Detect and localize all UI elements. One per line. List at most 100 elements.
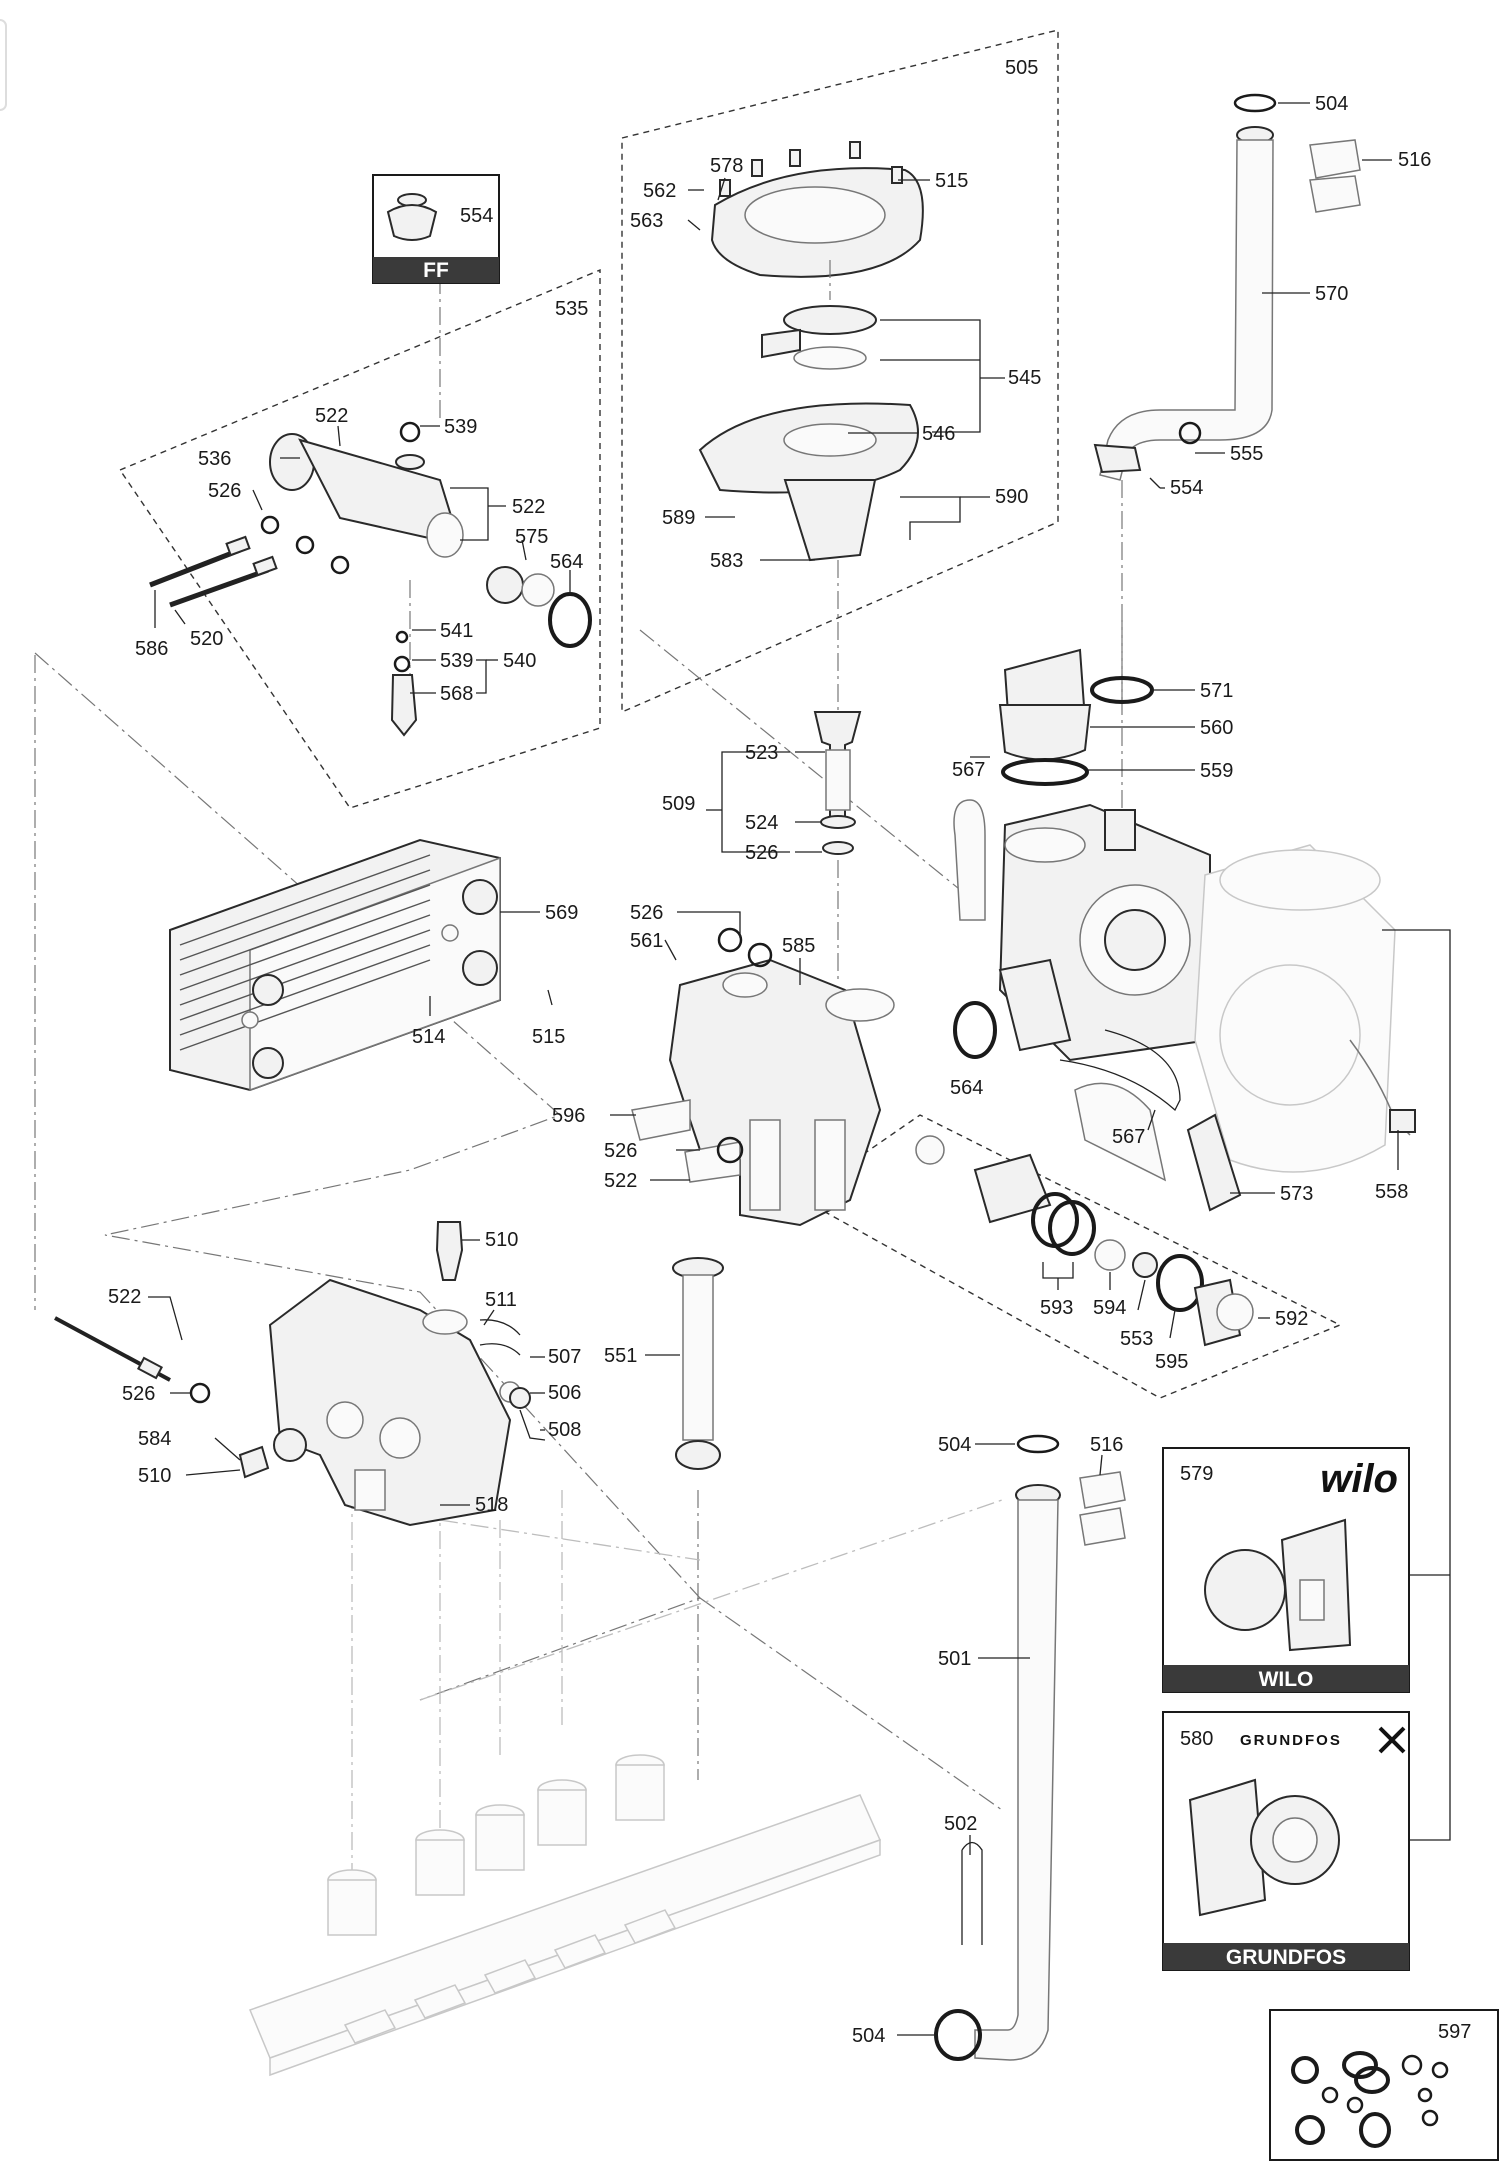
callout-labels: 5045165705555545785625635155455465895905…: [108, 57, 1431, 2047]
callout-510-a: 510: [485, 1229, 518, 1251]
kit-box-seals: 597: [1269, 2009, 1499, 2161]
callout-546: 546: [922, 423, 955, 445]
callout-506: 506: [548, 1382, 581, 1404]
pipe-501: [934, 1434, 1061, 2061]
group-outline-manifold-right: [699, 1597, 1003, 1811]
callout-589: 589: [662, 507, 695, 529]
callout-515-mid: 515: [532, 1026, 565, 1048]
callout-555: 555: [1230, 443, 1263, 465]
callout-590: 590: [995, 486, 1028, 508]
callout-592: 592: [1275, 1308, 1308, 1330]
group-label-fill-valve: 540: [503, 650, 536, 672]
callout-586: 586: [135, 638, 168, 660]
capillary-pipe-573: [1186, 1113, 1242, 1212]
callout-504-mid: 504: [938, 1434, 971, 1456]
callout-584: 584: [138, 1428, 171, 1450]
callout-559: 559: [1200, 760, 1233, 782]
kit-wilo-number: 579: [1180, 1463, 1213, 1485]
hydro-block-561: [631, 927, 895, 1227]
callout-526-a: 526: [208, 480, 241, 502]
kit-wilo-banner: WILO: [1259, 1668, 1314, 1691]
sensor-rod-522-left: [54, 1316, 171, 1382]
air-vent-560: [998, 648, 1154, 786]
callout-526-e: 526: [122, 1383, 155, 1405]
axis-bottom-5: [439, 1519, 701, 1561]
callout-583: 583: [710, 550, 743, 572]
callout-545: 545: [1008, 367, 1041, 389]
pump-motor-ghost: [1194, 844, 1416, 1173]
callout-504-top: 504: [1315, 93, 1348, 115]
kit-grundfos-banner: GRUNDFOS: [1226, 1946, 1346, 1969]
callout-575: 575: [515, 526, 548, 548]
callout-523: 523: [745, 742, 778, 764]
callout-524: 524: [745, 812, 778, 834]
screw-group: [719, 141, 903, 197]
callout-562: 562: [643, 180, 676, 202]
callout-501: 501: [938, 1648, 971, 1670]
kit-box-ff: FF 554: [372, 174, 500, 284]
callout-502: 502: [944, 1813, 977, 1835]
callout-510-b: 510: [138, 1465, 171, 1487]
kit-box-grundfos: 580 GRUNDFOS GRUNDFOS: [1162, 1711, 1410, 1971]
mounting-rail-ghost: [249, 1754, 882, 2077]
callout-516-top: 516: [1398, 149, 1431, 171]
callout-507: 507: [548, 1346, 581, 1368]
callout-596: 596: [552, 1105, 585, 1127]
group-outline-535: [118, 268, 601, 809]
callout-508: 508: [548, 1419, 581, 1441]
callout-511: 511: [485, 1289, 517, 1311]
manifold-518: [189, 1221, 546, 1527]
kit-grundfos-number: 580: [1180, 1728, 1213, 1750]
kit-ff-number: 554: [460, 205, 493, 227]
clip-511: [479, 1319, 521, 1356]
pipe-570: [1093, 93, 1277, 481]
group-label-three-way-valve: 509: [662, 793, 695, 815]
group-label-safety-valve-group: 535: [555, 298, 588, 320]
callout-578: 578: [710, 155, 743, 177]
callout-526-d: 526: [604, 1140, 637, 1162]
callout-514: 514: [412, 1026, 445, 1048]
callout-593: 593: [1040, 1297, 1073, 1319]
callout-567-b: 567: [1112, 1126, 1145, 1148]
grundfos-logo: GRUNDFOS: [1240, 1732, 1342, 1749]
group-outline-505: [621, 29, 1059, 714]
callout-522-c: 522: [604, 1170, 637, 1192]
three-way-cartridge: [813, 711, 862, 855]
grundfos-x-icon: [1378, 1726, 1406, 1754]
callout-560: 560: [1200, 717, 1233, 739]
check-valve-subgroup: [915, 1135, 1254, 1347]
leader-lines: [148, 102, 1451, 2036]
callout-554-right: 554: [1170, 477, 1203, 499]
callout-516-mid: 516: [1090, 1434, 1123, 1456]
callout-567-a: 567: [952, 759, 985, 781]
callout-522-a: 522: [315, 405, 348, 427]
callout-551: 551: [604, 1345, 637, 1367]
kit-box-wilo: 579 wilo WILO: [1162, 1447, 1410, 1693]
axis-bottom-6: [419, 1499, 1003, 1701]
callout-564-b: 564: [950, 1077, 983, 1099]
callout-553: 553: [1120, 1328, 1153, 1350]
callout-520: 520: [190, 628, 223, 650]
axis-hx-hydro: [639, 629, 986, 911]
callout-522-d: 522: [108, 1286, 141, 1308]
callout-564-a: 564: [550, 551, 583, 573]
kit-seals-number: 597: [1438, 2021, 1471, 2043]
kit-ff-banner: FF: [423, 259, 449, 282]
callout-568: 568: [440, 683, 473, 705]
pipe-551: [672, 1257, 724, 1470]
callout-585: 585: [782, 935, 815, 957]
callout-536: 536: [198, 448, 231, 470]
group-label-diverter-head: 505: [1005, 57, 1038, 79]
crop-mark: [0, 19, 7, 111]
group-outline-check-valve: [798, 1114, 1342, 1399]
callout-539-a: 539: [444, 416, 477, 438]
clip-516-top: [1309, 139, 1361, 213]
callout-518: 518: [475, 1494, 508, 1516]
callout-526-c: 526: [630, 902, 663, 924]
pump-housing: [953, 799, 1211, 1182]
safety-valve-group: [260, 421, 592, 737]
callout-515-top: 515: [935, 170, 968, 192]
callout-541: 541: [440, 620, 473, 642]
callout-595: 595: [1155, 1351, 1188, 1373]
